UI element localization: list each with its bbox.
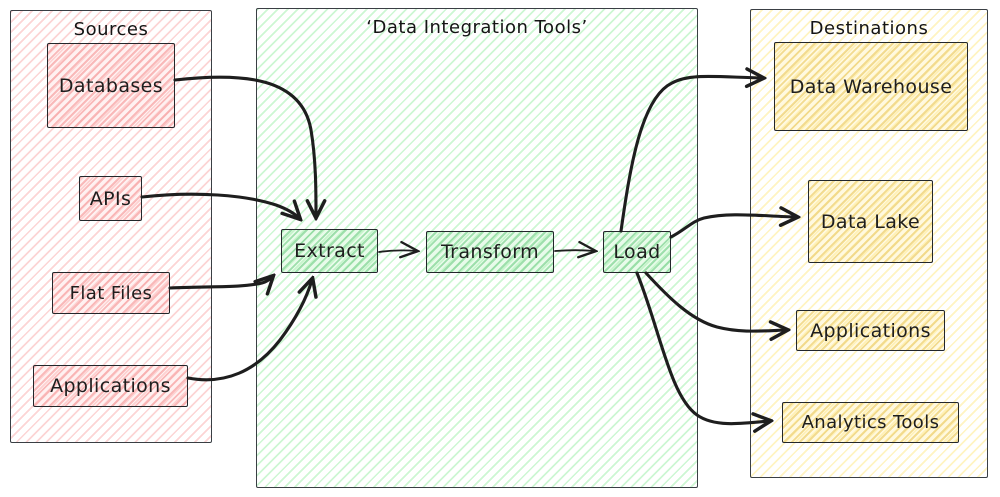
destinations-panel-title: Destinations <box>809 18 929 39</box>
source-node-flat-files: Flat Files <box>52 272 170 314</box>
pipeline-node-extract: Extract <box>281 229 378 273</box>
source-node-databases: Databases <box>47 43 175 128</box>
pipeline-node-load-label: Load <box>613 241 661 263</box>
pipeline-node-transform: Transform <box>426 231 554 273</box>
source-node-flat-files-label: Flat Files <box>69 282 153 304</box>
source-node-applications-label: Applications <box>50 375 171 397</box>
pipeline-node-load: Load <box>603 231 671 273</box>
destination-node-analytics-tools-label: Analytics Tools <box>801 412 940 433</box>
source-node-databases-label: Databases <box>58 74 164 97</box>
pipeline-panel-title: ‘Data Integration Tools’ <box>366 17 588 38</box>
destination-node-applications: Applications <box>796 310 945 351</box>
destination-node-data-warehouse: Data Warehouse <box>774 42 968 131</box>
destination-node-analytics-tools: Analytics Tools <box>782 402 959 443</box>
source-node-apis-label: APIs <box>89 187 132 210</box>
destination-node-data-lake: Data Lake <box>808 180 933 263</box>
source-node-apis: APIs <box>79 176 142 221</box>
pipeline-node-extract-label: Extract <box>294 240 365 262</box>
destination-node-data-warehouse-label: Data Warehouse <box>789 75 953 98</box>
pipeline-node-transform-label: Transform <box>440 241 540 263</box>
source-node-applications: Applications <box>33 365 188 407</box>
destination-node-applications-label: Applications <box>810 319 931 342</box>
sources-panel-title: Sources <box>73 19 149 40</box>
destination-node-data-lake-label: Data Lake <box>820 210 921 233</box>
